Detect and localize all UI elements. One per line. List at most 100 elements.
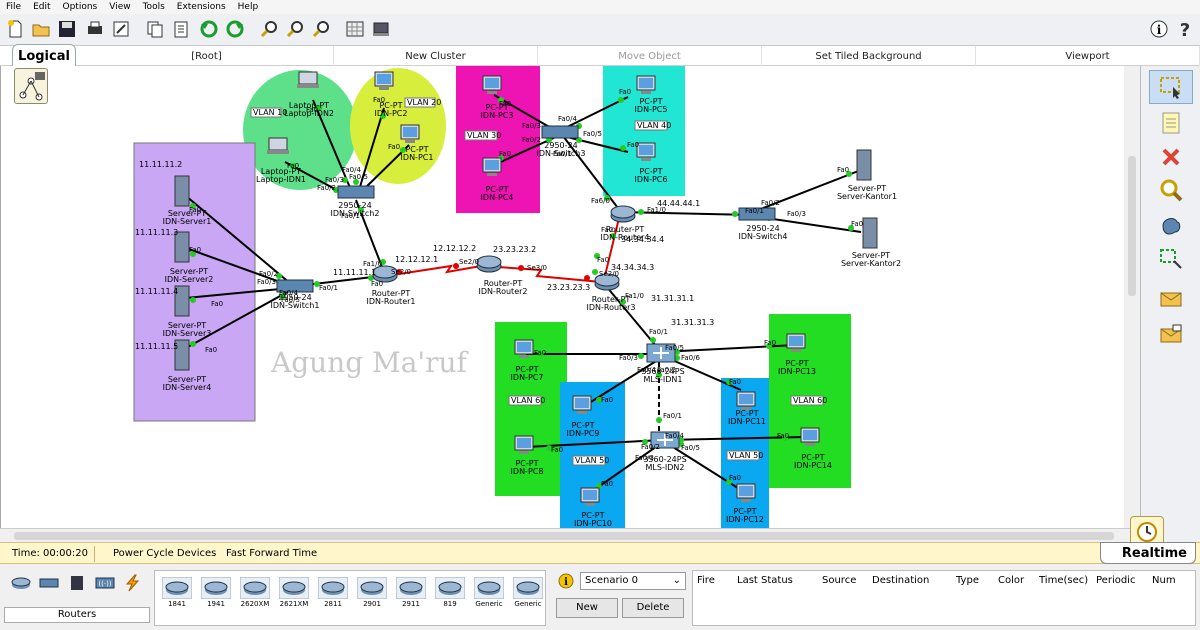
note-tool[interactable] [1149, 106, 1193, 140]
pc-icon[interactable] [572, 395, 592, 414]
zoom-in-button[interactable] [258, 18, 280, 40]
server-icon[interactable] [174, 339, 190, 371]
router-model-tile[interactable]: 1941 [198, 577, 234, 613]
pc-icon[interactable] [736, 391, 756, 410]
info-button[interactable]: i [1148, 18, 1170, 40]
hubs-category[interactable] [66, 572, 88, 594]
pc-icon[interactable] [580, 487, 600, 506]
select-tool[interactable] [1149, 70, 1193, 104]
open-button[interactable] [30, 18, 52, 40]
router-model-tile[interactable]: 819 [432, 577, 468, 613]
copy-button[interactable] [144, 18, 166, 40]
router-model-tile[interactable]: Generic [471, 577, 507, 613]
router-icon[interactable] [610, 205, 636, 223]
inspect-tool[interactable] [1149, 174, 1193, 208]
router-model-tile[interactable]: Generic [510, 577, 546, 613]
router-model-tile[interactable]: 2911 [393, 577, 429, 613]
menu-edit[interactable]: Edit [33, 2, 51, 12]
router-model-tile[interactable]: 2811 [315, 577, 351, 613]
pc-icon[interactable] [786, 333, 806, 352]
zoom-reset-button[interactable] [284, 18, 306, 40]
undo-button[interactable] [198, 18, 220, 40]
pc-icon[interactable] [636, 142, 656, 161]
switch-devices[interactable] [276, 125, 776, 293]
router-model-tile[interactable]: 2620XM [237, 577, 273, 613]
save-button[interactable] [56, 18, 78, 40]
pc-icon[interactable] [482, 157, 502, 176]
pc-icon[interactable] [482, 75, 502, 94]
router-devices[interactable] [372, 205, 636, 291]
delete-scenario-button[interactable]: Delete [622, 598, 684, 618]
move-object-button[interactable]: Move Object [538, 46, 762, 66]
menu-extensions[interactable]: Extensions [176, 2, 226, 12]
router-model-tile[interactable]: 2901 [354, 577, 390, 613]
new-file-button[interactable] [4, 18, 26, 40]
root-nav[interactable]: [Root] [80, 46, 334, 66]
add-complex-pdu-tool[interactable] [1149, 318, 1193, 352]
zoom-out-button[interactable] [310, 18, 332, 40]
switch-icon[interactable] [276, 279, 314, 293]
scenario-select[interactable]: Scenario 0⌄ [580, 572, 686, 590]
pc-icon[interactable] [800, 427, 820, 446]
mls-icon[interactable] [646, 343, 676, 363]
vertical-scroll-thumb[interactable] [1128, 156, 1136, 296]
multilayer-switch-devices[interactable] [646, 343, 680, 449]
server-devices[interactable] [174, 149, 878, 371]
switches-category[interactable] [38, 572, 60, 594]
pc-icon[interactable] [736, 483, 756, 502]
custom-device-button[interactable] [370, 18, 392, 40]
server-icon[interactable] [862, 217, 878, 249]
router-icon[interactable] [372, 265, 398, 283]
connections-category[interactable] [122, 572, 144, 594]
pc-icon[interactable] [636, 75, 656, 94]
router-model-tile[interactable]: 1841 [159, 577, 195, 613]
router-icon[interactable] [476, 255, 502, 273]
wireless-category[interactable]: ((·)) [94, 572, 116, 594]
activity-wizard-button[interactable] [110, 18, 132, 40]
server-icon[interactable] [856, 149, 872, 181]
delete-tool[interactable] [1149, 140, 1193, 174]
switch-icon[interactable] [738, 207, 776, 221]
realtime-tab[interactable]: Realtime [1100, 542, 1196, 564]
horizontal-scroll-thumb[interactable] [14, 532, 1114, 540]
draw-shape-tool[interactable] [1149, 208, 1193, 242]
help-button[interactable]: ? [1174, 18, 1196, 40]
palette-button[interactable] [344, 18, 366, 40]
laptop-devices[interactable] [267, 71, 319, 154]
mls-icon[interactable] [650, 431, 680, 449]
paste-button[interactable] [170, 18, 192, 40]
router-model-tile[interactable]: 2621XM [276, 577, 312, 613]
new-scenario-button[interactable]: New [556, 598, 618, 618]
power-cycle-devices-button[interactable]: Power Cycle Devices [113, 548, 217, 559]
laptop-icon[interactable] [297, 71, 319, 88]
pc-icon[interactable] [374, 71, 394, 90]
menu-options[interactable]: Options [62, 2, 98, 12]
server-icon[interactable] [174, 231, 190, 263]
logical-view-icon[interactable] [14, 68, 48, 104]
menu-file[interactable]: File [6, 2, 22, 12]
logical-tab[interactable]: Logical [12, 44, 76, 68]
horizontal-scrollbar[interactable] [0, 528, 1140, 542]
new-cluster-button[interactable]: New Cluster [334, 46, 538, 66]
print-button[interactable] [84, 18, 106, 40]
pc-icon[interactable] [400, 124, 420, 143]
menu-view[interactable]: View [109, 2, 131, 12]
pc-icon[interactable] [514, 435, 534, 454]
menu-help[interactable]: Help [237, 2, 259, 12]
fast-forward-time-button[interactable]: Fast Forward Time [226, 548, 318, 559]
redo-button[interactable] [224, 18, 246, 40]
server-icon[interactable] [174, 175, 190, 207]
switch-icon[interactable] [337, 185, 375, 199]
laptop-icon[interactable] [267, 137, 289, 154]
switch-icon[interactable] [541, 125, 579, 139]
vertical-scrollbar[interactable] [1124, 66, 1140, 528]
menu-tools[interactable]: Tools [142, 2, 165, 12]
router-icon[interactable] [594, 273, 620, 291]
pc-icon[interactable] [514, 339, 534, 358]
add-simple-pdu-tool[interactable] [1149, 282, 1193, 316]
server-icon[interactable] [174, 285, 190, 317]
set-tiled-background-button[interactable]: Set Tiled Background [762, 46, 976, 66]
pc-devices[interactable] [374, 71, 820, 506]
viewport-button[interactable]: Viewport [976, 46, 1200, 66]
logical-workspace[interactable]: Agung Ma'ruf [0, 66, 1140, 528]
